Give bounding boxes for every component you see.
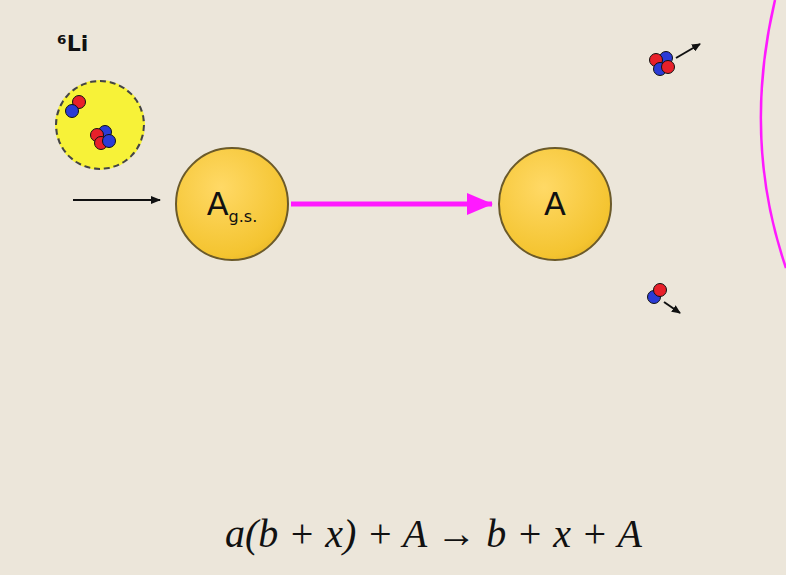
transition-arrow [291,202,492,207]
state-subscript: g.s. [229,207,258,226]
projectile-circle: ⁶Li [55,80,145,170]
incident-arrow [73,199,160,201]
deuteron-cluster [648,284,681,314]
alpha-cluster [650,44,701,76]
nucleus-circle: A [498,147,612,261]
projectile-label: ⁶Li [57,31,88,56]
nucleus-label: A [207,185,229,223]
nucleus-circle: Ag.s. [175,147,289,261]
magenta-curve [761,0,786,268]
reaction-formula: a(b + x) + A → b + x + A [225,510,642,557]
nucleus-label: A [544,185,566,223]
cluster-illustration [57,82,143,168]
